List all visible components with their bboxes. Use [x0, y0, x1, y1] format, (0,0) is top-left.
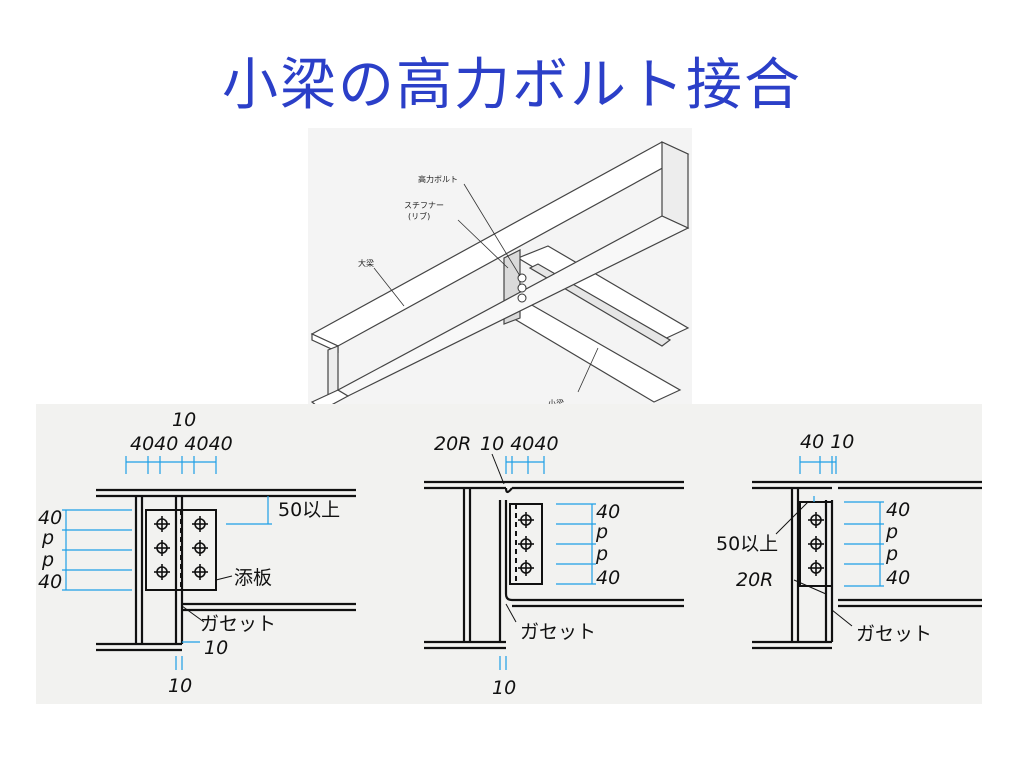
dim-40-lower-3: 40 [886, 567, 910, 589]
label-stiffener: スチフナー [404, 201, 444, 210]
dim-50-min-3: 50以上 [716, 533, 778, 555]
stiffener-leader [457, 219, 509, 269]
isometric-beam-figure: 高力ボルト スチフナー (リブ) 大梁 小梁 [308, 128, 692, 424]
dim-p-1-3: p [885, 521, 898, 543]
splice-plate-2 [509, 503, 543, 585]
isometric-beam-drawing: 高力ボルト スチフナー (リブ) 大梁 小梁 [310, 141, 690, 411]
bolt-icon [517, 283, 527, 293]
label-gusset-3: ガセット [856, 623, 932, 645]
bolt-group-1 [154, 516, 208, 580]
detail-2: 20R 10 4040 40 p p 40 ガセット 10 [424, 433, 684, 699]
dim-40-upper-2: 40 [596, 501, 620, 523]
dim-p-1-2: p [595, 521, 608, 543]
label-beam: 小梁 [548, 399, 564, 408]
dim-50-min: 50以上 [278, 499, 340, 521]
girder-end [661, 141, 689, 229]
dim-pitch-top-2: 10 4040 [480, 433, 559, 455]
dim-10-bottom-2: 10 [492, 677, 516, 699]
dim-40-lower-2: 40 [596, 567, 620, 589]
label-bolt: 高力ボルト [418, 174, 458, 184]
dim-40-lower: 40 [38, 571, 62, 593]
detail-3: 40 10 50以上 20R 40 p p 40 ガセット [716, 431, 982, 650]
label-gusset-1: ガセット [200, 613, 276, 635]
bolt-leader [463, 183, 521, 277]
girder-leader [373, 267, 405, 307]
dim-p-2-2: p [595, 543, 608, 565]
dim-10-right: 10 [204, 637, 228, 659]
slide-title: 小梁の高力ボルト接合 [222, 53, 802, 118]
detail-1: 10 4040 4040 40 p p 40 50以上 添板 ガセット 10 1… [38, 409, 356, 697]
connection-details-panel: 10 4040 4040 40 p p 40 50以上 添板 ガセット 10 1… [36, 404, 982, 704]
connection-details-drawing: 10 4040 4040 40 p p 40 50以上 添板 ガセット 10 1… [38, 409, 982, 699]
bolt-group-2 [518, 512, 534, 576]
bolt-group [517, 273, 527, 303]
label-girder: 大梁 [358, 258, 374, 268]
dim-20r-3: 20R [736, 569, 773, 591]
beam-leader [577, 347, 599, 393]
dim-20r-2: 20R [434, 433, 471, 455]
dim-10-top: 10 [172, 409, 196, 431]
label-gusset-2: ガセット [520, 621, 596, 643]
label-splice-plate: 添板 [234, 567, 272, 589]
dim-40-upper-3: 40 [886, 499, 910, 521]
girder-lower-flange [336, 215, 690, 397]
dim-p-2-3: p [885, 543, 898, 565]
bolt-icon [517, 293, 527, 303]
label-stiffener-rib: (リブ) [408, 211, 430, 221]
bolt-group-3 [808, 512, 824, 576]
dim-p-1: p [41, 527, 54, 549]
dim-10-bottom: 10 [168, 675, 192, 697]
dim-40-upper: 40 [38, 507, 62, 529]
dim-pitch-top: 4040 4040 [130, 433, 233, 455]
splice-plate-3 [799, 501, 833, 587]
dim-pitch-top-3: 40 10 [800, 431, 854, 453]
dim-p-2: p [41, 549, 54, 571]
